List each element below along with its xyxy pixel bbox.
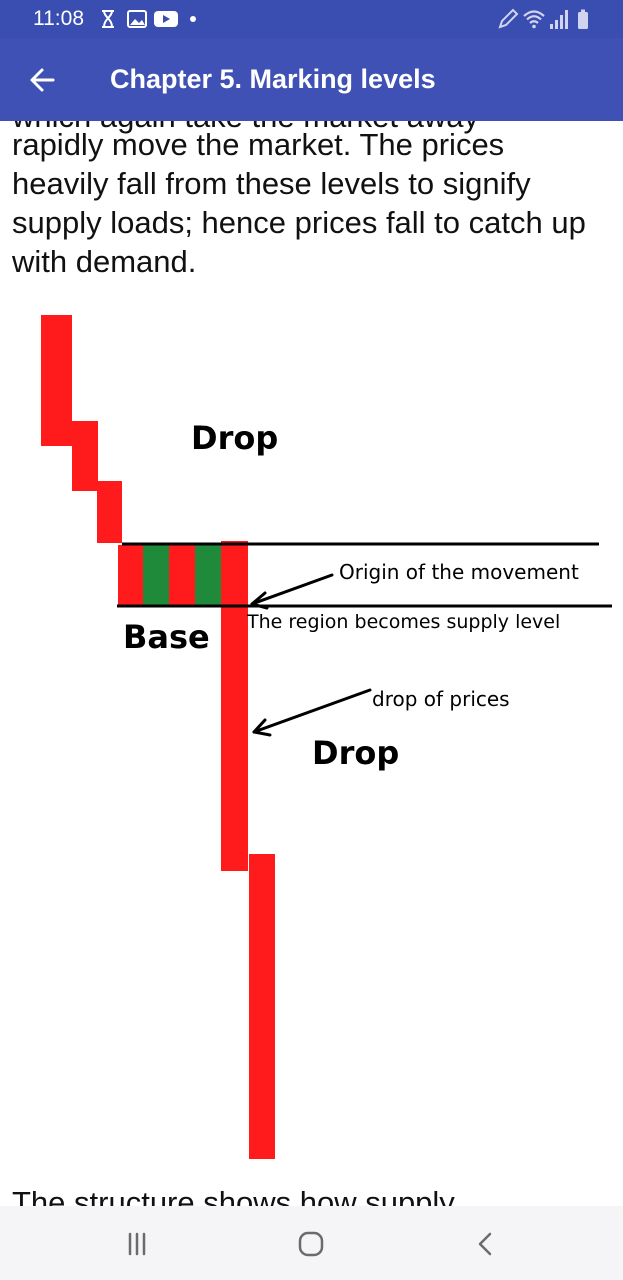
app-bar: Chapter 5. Marking levels: [0, 38, 623, 121]
signal-icon: [550, 10, 568, 29]
chapter-paragraph: rapidly move the market. The prices heav…: [12, 127, 586, 279]
hourglass-icon: [102, 10, 114, 28]
origin-arrow: [250, 573, 334, 610]
home-button[interactable]: [281, 1224, 341, 1264]
status-bar: 11:08: [0, 0, 623, 38]
wifi-icon: [523, 10, 545, 29]
base-candle-2: [143, 545, 169, 606]
label-origin: Origin of the movement: [339, 560, 579, 584]
chapter-paragraph-block: which again take the market away rapidly…: [12, 121, 608, 281]
supply-level-diagram: Drop Base Drop Origin of the movement Th…: [41, 315, 612, 1159]
pen-icon: [498, 8, 519, 29]
home-icon: [298, 1231, 324, 1257]
cut-off-line: which again take the market away: [12, 121, 479, 136]
base-candle-1: [118, 545, 143, 606]
label-drop-top: Drop: [191, 419, 278, 457]
battery-icon: [578, 9, 588, 29]
next-paragraph: The structure shows how supply: [12, 1185, 455, 1206]
label-supply-level: The region becomes supply level: [246, 611, 560, 633]
back-nav-icon: [478, 1232, 492, 1256]
candle-1: [41, 315, 72, 446]
drop-of-prices-arrow: [252, 688, 372, 737]
arrow-left-icon: [30, 68, 55, 92]
recent-apps-icon: [128, 1232, 146, 1256]
base-candle-3: [169, 545, 195, 606]
image-icon: [127, 10, 147, 28]
label-drop-of-prices: drop of prices: [372, 687, 510, 711]
candle-3: [97, 481, 122, 543]
system-nav-bar: [0, 1206, 623, 1280]
status-icons-left: [102, 10, 196, 28]
page-title: Chapter 5. Marking levels: [110, 64, 436, 94]
label-drop-bottom: Drop: [312, 734, 399, 772]
recent-apps-button[interactable]: [107, 1224, 167, 1264]
drop-candle-2: [249, 854, 275, 1159]
candle-2: [72, 421, 98, 491]
back-nav-button[interactable]: [456, 1224, 516, 1264]
label-base: Base: [123, 618, 210, 656]
base-candle-4: [195, 545, 221, 606]
back-button[interactable]: [18, 58, 66, 102]
dot-icon: [190, 16, 196, 22]
chapter-content[interactable]: which again take the market away rapidly…: [0, 121, 623, 1206]
youtube-icon: [154, 11, 178, 27]
status-time: 11:08: [33, 7, 84, 30]
status-icons-right: [498, 8, 588, 29]
drop-candle-1: [221, 541, 248, 871]
